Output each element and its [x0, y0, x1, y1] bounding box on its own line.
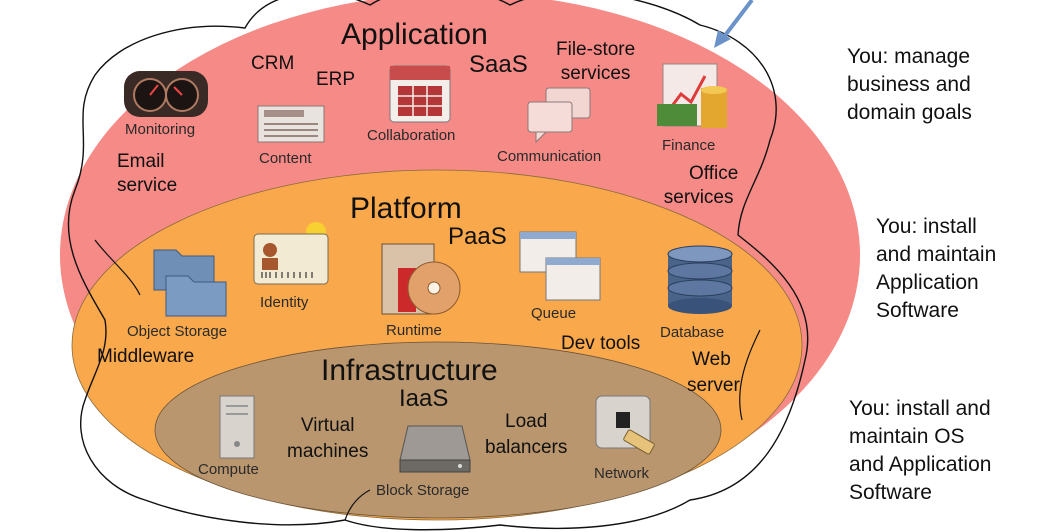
middleware-label: Middleware	[97, 346, 195, 367]
hard-drive-icon	[399, 425, 471, 473]
paas-label: PaaS	[448, 223, 507, 250]
chat-bubbles-icon	[527, 87, 591, 144]
newspaper-icon	[257, 105, 325, 143]
monitoring-label: Monitoring	[125, 121, 196, 138]
content-label: Content	[259, 150, 312, 167]
double-arrow-icon	[714, 0, 754, 48]
disc-box-icon	[381, 243, 461, 315]
dev-tools-label: Dev tools	[561, 333, 641, 354]
network-label: Network	[594, 465, 650, 482]
load-balancers-label: Load balancers	[485, 411, 568, 458]
queue-label: Queue	[531, 305, 577, 322]
application-title: Application	[341, 18, 488, 51]
compute-label: Compute	[198, 461, 259, 478]
file-store-services-label: File-store services	[556, 39, 636, 84]
virtual-machines-label: Virtual machines	[287, 415, 369, 462]
web-server-label: Web server	[687, 349, 740, 396]
money-chart-icon	[657, 63, 727, 128]
collaboration-label: Collaboration	[367, 127, 456, 144]
cloud-inner-curve	[94, 239, 761, 521]
email-service-label: Email service	[117, 151, 178, 196]
calendar-icon	[389, 65, 451, 123]
block-storage-label: Block Storage	[376, 482, 470, 499]
network-jack-icon	[595, 395, 655, 455]
identity-label: Identity	[260, 294, 309, 311]
saas-responsibility-note: You: manage business and domain goals	[847, 45, 972, 124]
infrastructure-title: Infrastructure	[321, 354, 498, 387]
crm-label: CRM	[251, 53, 295, 74]
database-cylinder-icon	[667, 245, 733, 314]
windows-stack-icon	[519, 231, 601, 301]
saas-label: SaaS	[469, 51, 528, 78]
iaas-label: IaaS	[399, 385, 449, 412]
object-storage-label: Object Storage	[127, 323, 228, 340]
office-services-label: Office services	[663, 163, 739, 208]
speedometer-icon	[124, 71, 208, 117]
communication-label: Communication	[497, 148, 602, 165]
id-card-icon	[253, 222, 329, 285]
erp-label: ERP	[316, 69, 356, 90]
iaas-responsibility-note: You: install and maintain OS and Applica…	[849, 397, 992, 504]
paas-responsibility-note: You: install and maintain Application So…	[876, 215, 997, 322]
platform-title: Platform	[350, 192, 462, 225]
runtime-label: Runtime	[386, 322, 442, 339]
server-tower-icon	[219, 395, 255, 459]
database-label: Database	[660, 324, 725, 341]
folders-icon	[153, 249, 227, 317]
finance-label: Finance	[662, 137, 716, 154]
cloud-outline	[67, 0, 809, 531]
